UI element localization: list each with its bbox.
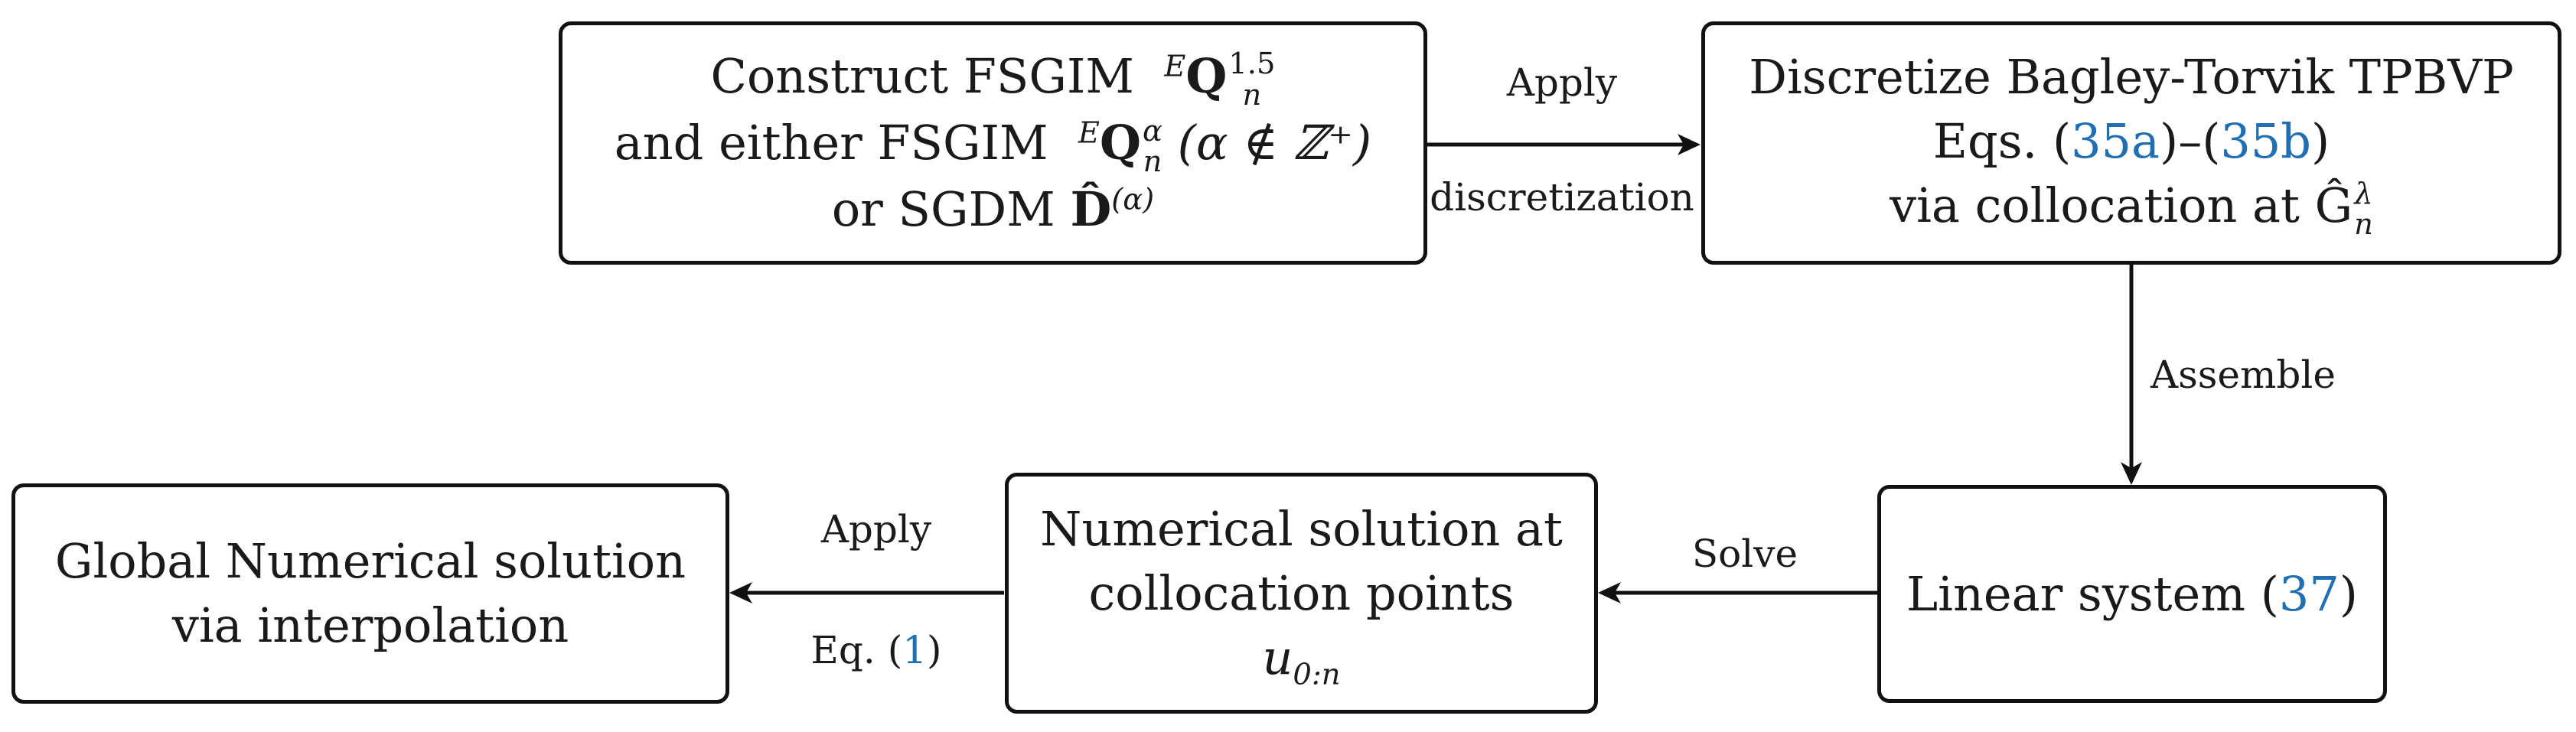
discretize-line-2-mid: )–( [2160,113,2221,170]
edge-label-discretization-wrap: discretization [1428,174,1696,220]
edge-label-eq1-suffix: ) [927,628,942,672]
global-line-2: via interpolation [171,597,569,653]
discretize-line-1: Discretize Bagley-Torvik TPBVP [1749,49,2514,106]
edge-label-eq1-wrap: Eq. (1) [754,627,999,673]
edge-label-eq1: Eq. (1) [754,627,999,673]
equation-ref-37[interactable]: 37 [2278,565,2340,622]
construct-line-2-left-sup: E [1078,115,1100,151]
edge-label-apply-interp-wrap: Apply [754,506,999,552]
equation-ref-1[interactable]: 1 [902,628,928,672]
edge-label-assemble: Assemble [2150,353,2336,397]
arrow-linear-to-numerical [1598,582,1877,603]
edge-label-solve-wrap: Solve [1638,531,1852,577]
construct-line-1-sup: 1.5 [1228,47,1276,82]
construct-line-2-text: and either FSGIM [614,115,1048,171]
arrow-discretize-to-linear-system [2121,264,2142,485]
construct-line-3-symbol: D̂ [1070,181,1112,238]
construct-line-2-sup: α [1142,113,1162,148]
construct-line-3-sup: (α) [1111,182,1155,217]
linear-system-text: Linear system (37) [1906,562,2358,626]
numerical-line-3-sub: 0:n [1293,656,1341,691]
edge-label-assemble-wrap: Assemble [2150,352,2349,398]
numerical-line-3: u0:n [1262,626,1340,690]
numerical-line-3-symbol: u [1262,629,1293,685]
discretize-line-3-sup: λ [2354,176,2373,211]
node-linear-system: Linear system (37) [1877,485,2387,703]
discretize-line-2: Eqs. (35a)–(35b) [1933,109,2330,174]
discretize-line-3-text: via collocation at [1890,177,2300,234]
edge-label-solve: Solve [1691,532,1798,576]
discretize-line-3-sub: n [2354,207,2373,242]
global-line-1: Global Numerical solution [54,533,686,589]
edge-label-apply-discretization: Apply [1428,60,1696,106]
construct-line-2-sub: n [1143,144,1162,179]
construct-line-1-sub: n [1242,77,1262,112]
edge-label-eq1-prefix: Eq. ( [810,628,903,672]
discretize-line-2-prefix: Eqs. ( [1932,113,2072,170]
arrow-numerical-to-global [729,582,1004,603]
construct-line-1-left-sup: E [1164,49,1186,84]
equation-ref-35a[interactable]: 35a [2071,113,2160,170]
construct-line-1-symbol: Q [1185,47,1228,104]
edge-label-discretization: discretization [1430,175,1694,220]
construct-line-1-text: Construct FSGIM [710,47,1134,104]
edge-label-apply: Apply [1506,60,1618,105]
discretize-line-2-suffix: ) [2311,113,2330,170]
arrow-construct-to-discretize [1427,134,1700,155]
discretize-line-3-symbol: Ĝ [2314,177,2353,234]
node-numerical-solution: Numerical solution at collocation points… [1005,473,1598,714]
linear-system-prefix: Linear system ( [1906,565,2279,622]
node-global-solution: Global Numerical solution via interpolat… [11,483,729,704]
construct-line-2-condition: (α ∉ ℤ⁺) [1177,115,1372,171]
construct-line-3-text: or SGDM [831,181,1055,238]
equation-ref-35b[interactable]: 35b [2220,113,2311,170]
numerical-line-2: collocation points [1088,564,1515,621]
construct-line-2-symbol: Q [1099,115,1141,171]
linear-system-suffix: ) [2339,565,2358,622]
edge-label-apply-interpolation: Apply [820,507,932,551]
node-discretize-tpbvp: Discretize Bagley-Torvik TPBVP Eqs. (35a… [1701,21,2561,265]
numerical-line-1: Numerical solution at [1040,500,1563,557]
construct-line-3: or SGDM D̂(α) [832,177,1154,242]
